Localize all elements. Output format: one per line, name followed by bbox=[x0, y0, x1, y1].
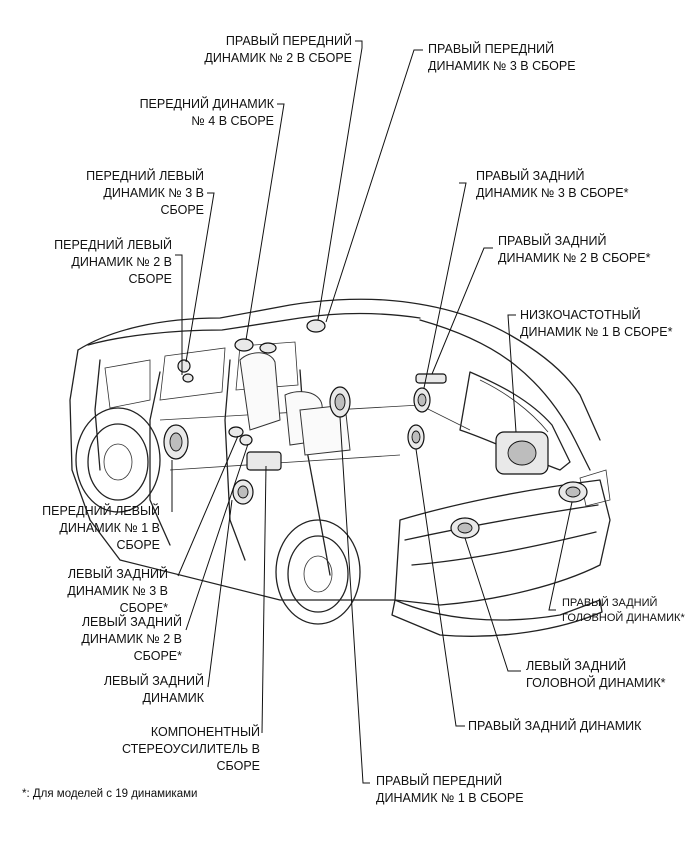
label-left-rear-speaker-3: ЛЕВЫЙ ЗАДНИЙ ДИНАМИК № 3 В СБОРЕ* bbox=[67, 567, 168, 615]
label-right-rear-speaker-2: ПРАВЫЙ ЗАДНИЙ ДИНАМИК № 2 В СБОРЕ* bbox=[498, 234, 651, 265]
speaker-rr3 bbox=[413, 387, 431, 413]
label-right-front-speaker-1: ПРАВЫЙ ПЕРЕДНИЙ ДИНАМИК № 1 В СБОРЕ bbox=[376, 774, 524, 805]
speaker-rf2 bbox=[234, 338, 254, 352]
speaker-f4 bbox=[259, 342, 277, 354]
label-left-front-speaker-1: ПЕРЕДНИЙ ЛЕВЫЙ ДИНАМИК № 1 В СБОРЕ bbox=[42, 504, 160, 552]
speaker-rr bbox=[407, 424, 425, 450]
label-right-front-speaker-2: ПРАВЫЙ ПЕРЕДНИЙ ДИНАМИК № 2 В СБОРЕ bbox=[204, 34, 352, 65]
label-left-rear-head-speaker: ЛЕВЫЙ ЗАДНИЙ ГОЛОВНОЙ ДИНАМИК* bbox=[526, 659, 666, 690]
front-wheel bbox=[75, 407, 161, 513]
label-right-rear-head-speaker: ПРАВЫЙ ЗАДНИЙ ГОЛОВНОЙ ДИНАМИК* bbox=[562, 597, 685, 624]
label-left-rear-speaker-2: ЛЕВЫЙ ЗАДНИЙ ДИНАМИК № 2 В СБОРЕ* bbox=[81, 615, 182, 663]
label-right-front-speaker-3: ПРАВЫЙ ПЕРЕДНИЙ ДИНАМИК № 3 В СБОРЕ bbox=[428, 42, 576, 73]
subwoofer-1 bbox=[495, 431, 549, 475]
footnote: *: Для моделей с 19 динамиками bbox=[22, 788, 198, 800]
speaker-rr-head bbox=[558, 481, 588, 503]
label-left-rear-speaker: ЛЕВЫЙ ЗАДНИЙ ДИНАМИК bbox=[103, 674, 204, 705]
speaker-rf1 bbox=[329, 386, 351, 418]
speaker-lf3 bbox=[177, 359, 191, 373]
label-left-front-speaker-3: ПЕРЕДНИЙ ЛЕВЫЙ ДИНАМИК № 3 В СБОРЕ bbox=[86, 169, 204, 217]
speaker-rr2 bbox=[415, 373, 447, 384]
label-left-front-speaker-2: ПЕРЕДНИЙ ЛЕВЫЙ ДИНАМИК № 2 В СБОРЕ bbox=[54, 238, 172, 286]
speakers bbox=[163, 319, 588, 539]
label-right-rear-speaker: ПРАВЫЙ ЗАДНИЙ ДИНАМИК bbox=[468, 719, 642, 733]
speaker-lr bbox=[232, 479, 254, 505]
speaker-lr3 bbox=[228, 426, 244, 438]
speaker-lf1 bbox=[163, 424, 189, 460]
speaker-lr-head bbox=[450, 517, 480, 539]
rear-wheel bbox=[275, 519, 361, 625]
speaker-lr2 bbox=[239, 434, 253, 446]
label-component-stereo-amplifier: КОМПОНЕНТНЫЙ СТЕРЕОУСИЛИТЕЛЬ В СБОРЕ bbox=[121, 725, 260, 773]
label-subwoofer-1: НИЗКОЧАСТОТНЫЙ ДИНАМИК № 1 В СБОРЕ* bbox=[520, 308, 673, 339]
stereo-amplifier bbox=[246, 451, 282, 471]
speaker-lf2 bbox=[182, 373, 194, 383]
label-front-speaker-4: ПЕРЕДНИЙ ДИНАМИК № 4 В СБОРЕ bbox=[139, 97, 274, 128]
speaker-rf3 bbox=[306, 319, 326, 333]
leader-lines bbox=[171, 40, 573, 784]
label-right-rear-speaker-3: ПРАВЫЙ ЗАДНИЙ ДИНАМИК № 3 В СБОРЕ* bbox=[476, 169, 629, 200]
